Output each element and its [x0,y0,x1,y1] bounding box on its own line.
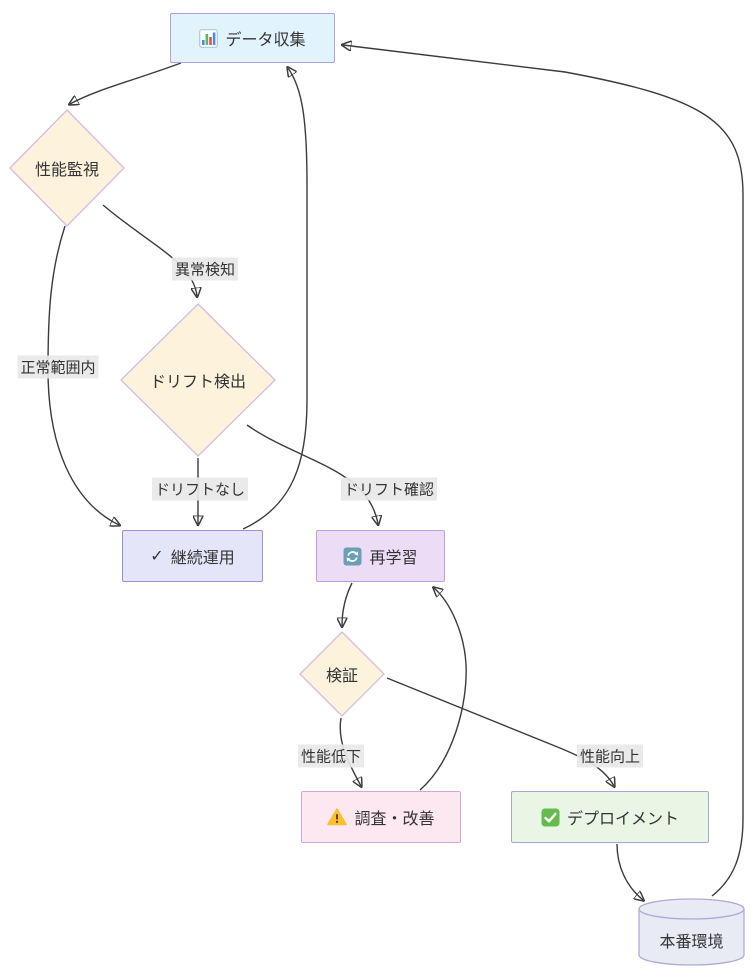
edge-deployment-to-production [616,843,643,900]
check-button-icon [541,808,560,827]
edge-continuous-operation-to-data-collection [242,68,308,530]
node-continuous-operation: ✓ 継続運用 [122,530,263,582]
edge-validation-to-deployment [386,677,614,786]
edge-label-perf-up: 性能向上 [576,744,644,768]
node-perf-monitoring: 性能監視 [9,109,125,227]
node-deployment: デプロイメント [511,791,709,843]
node-label: 再学習 [369,550,418,567]
bar-chart-icon [199,28,219,48]
edge-label-drift-confirmed: ドリフト確認 [340,477,438,501]
node-label: ドリフト検出 [149,374,246,391]
node-production: 本番環境 [638,898,745,966]
node-label: 調査・改善 [354,811,435,828]
check-icon: ✓ [150,548,164,565]
node-label: 性能監視 [34,162,99,179]
edge-label-anomaly: 異常検知 [171,257,239,281]
node-validation: 検証 [299,631,385,717]
node-label: 継続運用 [170,550,235,567]
edge-label-perf-down: 性能低下 [297,744,365,768]
node-label: デプロイメント [566,811,679,828]
refresh-icon [343,547,362,566]
node-investigation: 調査・改善 [301,791,461,843]
edge-production-to-data-collection [343,45,744,897]
warning-icon [327,808,348,826]
edge-drift-detection-to-retraining [246,424,378,524]
node-label: 検証 [325,668,358,685]
edge-retraining-to-validation [342,582,353,626]
edge-data-collection-to-perf-monitoring [70,62,182,104]
edge-label-normal-range: 正常範囲内 [17,355,99,379]
node-label: データ収集 [225,32,306,49]
edge-investigation-to-retraining [419,588,467,791]
edge-label-no-drift: ドリフトなし [151,477,249,501]
node-retraining: 再学習 [316,530,445,582]
node-label: 本番環境 [659,934,724,951]
edge-perf-monitoring-to-drift-detection [102,204,197,296]
node-drift-detection: ドリフト検出 [120,303,276,457]
node-data-collection: データ収集 [170,13,335,63]
